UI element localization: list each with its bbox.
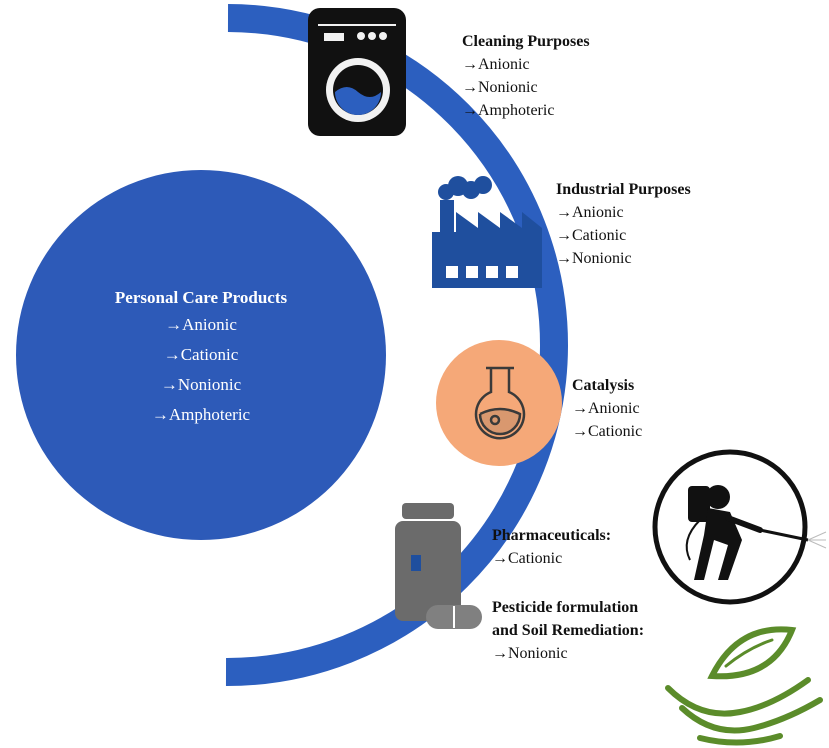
cleaning-item: →Nonionic (462, 79, 538, 96)
cleaning-item: →Amphoteric (462, 102, 555, 119)
personal-care-item: →Cationic (163, 345, 239, 364)
washing-machine-icon (308, 8, 406, 136)
industrial-item: →Nonionic (556, 250, 632, 267)
personal-care-item: →Nonionic (160, 375, 242, 394)
cleaning-item: →Anionic (462, 56, 530, 73)
pharma-title: Pharmaceuticals: (492, 527, 612, 544)
personal-care-block: Personal Care Products →Anionic →Cationi… (56, 286, 346, 430)
catalysis-block: Catalysis →Anionic →Cationic (572, 374, 642, 443)
catalysis-title: Catalysis (572, 377, 635, 394)
pill-bottle-icon (395, 503, 482, 629)
leaf-hand-icon (665, 626, 823, 746)
sprayer-person-icon (652, 449, 827, 605)
center-circle (16, 170, 386, 540)
industrial-block: Industrial Purposes →Anionic →Cationic →… (556, 178, 691, 270)
personal-care-title: Personal Care Products (114, 288, 288, 307)
industrial-item: →Cationic (556, 227, 627, 244)
personal-care-item: →Amphoteric (151, 405, 251, 424)
industrial-title: Industrial Purposes (556, 181, 691, 198)
pharma-item: →Cationic (492, 550, 563, 567)
personal-care-item: →Anionic (165, 315, 237, 334)
catalysis-item: →Cationic (572, 423, 643, 440)
catalysis-item: →Anionic (572, 400, 640, 417)
cleaning-block: Cleaning Purposes →Anionic →Nonionic →Am… (462, 30, 590, 122)
factory-icon (432, 176, 542, 288)
pesticide-item: →Nonionic (492, 645, 568, 662)
pesticide-title-line1: Pesticide formulation (492, 599, 639, 616)
cleaning-title: Cleaning Purposes (462, 33, 590, 50)
catalysis-circle (436, 340, 562, 466)
pesticide-title-line2: and Soil Remediation: (492, 622, 645, 639)
industrial-item: →Anionic (556, 204, 624, 221)
pharma-block: Pharmaceuticals: →Cationic (492, 524, 611, 570)
pesticide-block: Pesticide formulation and Soil Remediati… (492, 596, 644, 665)
flask-icon (474, 366, 526, 440)
